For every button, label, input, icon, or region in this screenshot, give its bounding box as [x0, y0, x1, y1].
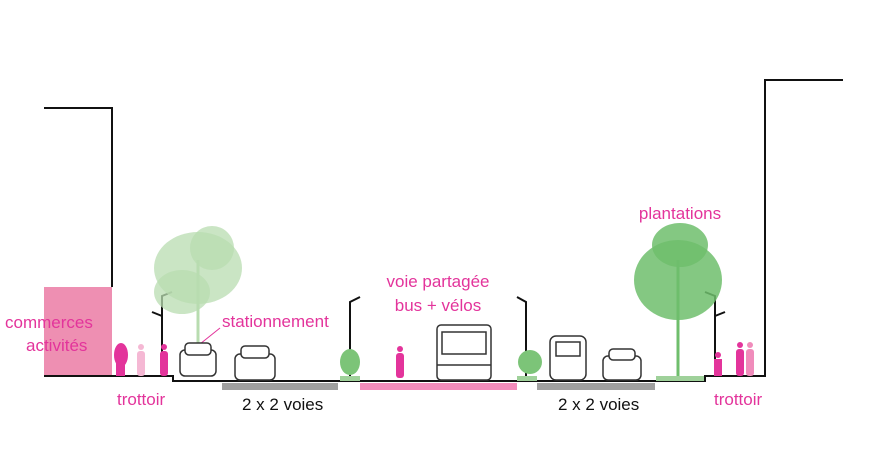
right-building-outline	[44, 79, 843, 382]
bus-lane-bar	[360, 383, 517, 390]
label-bus-velos: bus + vélos	[395, 296, 481, 315]
left-building-outline	[44, 107, 113, 287]
car-icon	[179, 342, 642, 381]
planting-strip	[656, 376, 704, 381]
label-voies-right: 2 x 2 voies	[558, 395, 639, 414]
lane-bar-right	[537, 383, 655, 390]
label-stationnement: stationnement	[222, 312, 329, 331]
lane-bar-left	[222, 383, 338, 390]
median-strip-left	[340, 376, 360, 381]
label-trottoir-left: trottoir	[117, 390, 166, 409]
label-voie-partagee: voie partagée	[386, 272, 489, 291]
van-icon	[549, 335, 587, 381]
label-commerces: commerces	[5, 313, 93, 332]
pedestrian-icons	[114, 342, 754, 378]
commerce-block	[44, 287, 112, 376]
label-activites: activités	[26, 336, 87, 355]
bus-icon	[436, 324, 492, 381]
label-voies-left: 2 x 2 voies	[242, 395, 323, 414]
median-strip-right	[517, 376, 537, 381]
label-trottoir-right: trottoir	[714, 390, 763, 409]
shrub-icon	[340, 349, 542, 375]
tree-icon	[154, 226, 242, 345]
label-plantations: plantations	[639, 204, 721, 223]
tree-icon	[634, 223, 722, 376]
stationnement-leader	[199, 327, 221, 345]
